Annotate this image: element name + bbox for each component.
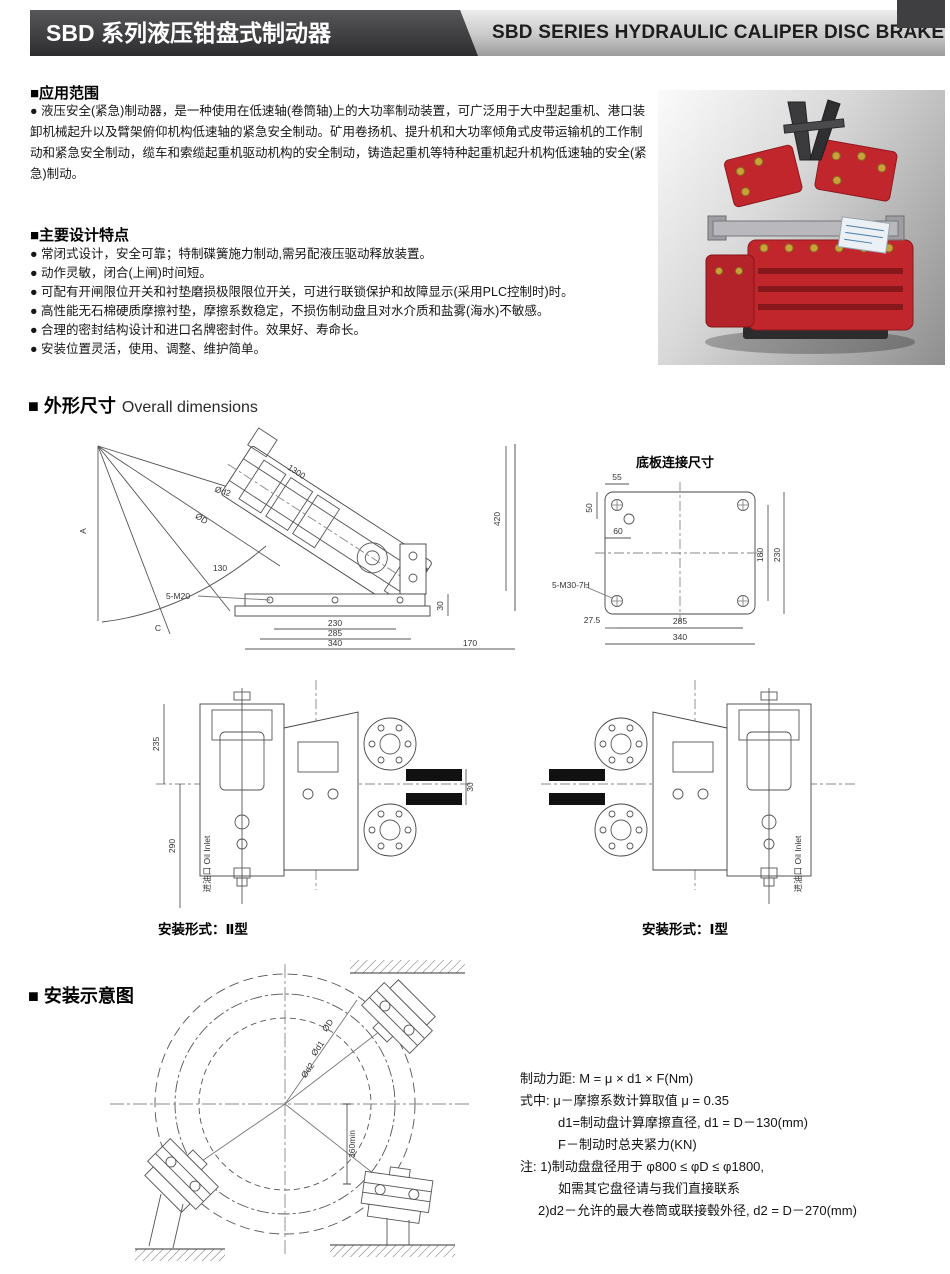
front-view-ii-lines <box>156 680 470 908</box>
application-body: ● 液压安全(紧急)制动器，是一种使用在低速轴(卷筒轴)上的大功率制动装置，可广… <box>30 104 647 181</box>
dim-label-340: 340 <box>328 638 342 648</box>
oil-inlet-label: 进油口 Oil Inlet <box>202 835 212 892</box>
feature-item: ● 安装位置灵活，使用、调整、维护简单。 <box>30 342 267 356</box>
features-heading: ■主要设计特点 <box>30 227 130 244</box>
application-heading: ■应用范围 <box>30 85 100 102</box>
dim-label-dd2: Ød2 <box>299 1061 317 1080</box>
feature-item: ● 动作灵敏，闭合(上闸)时间短。 <box>30 266 212 280</box>
note-line: 注: 1)制动盘盘径用于 φ800 ≤ φD ≤ φ1800, <box>520 1159 765 1174</box>
installation-heading: ■ 安装示意图 <box>28 986 134 1006</box>
note-line: F－制动时总夹紧力(KN) <box>558 1137 697 1152</box>
note-line: 2)d2－允许的最大卷筒或联接毂外径, d2 = D－270(mm) <box>538 1203 857 1218</box>
dimensions-heading: ■ 外形尺寸 Overall dimensions <box>28 392 258 418</box>
dimensions-heading-cn: ■ 外形尺寸 <box>28 396 116 416</box>
dim-label-230: 230 <box>772 548 782 562</box>
dim-label-285: 285 <box>673 616 687 626</box>
note-line: d1=制动盘计算摩擦直径, d1 = D－130(mm) <box>558 1115 808 1130</box>
base-plate-lines <box>585 482 785 645</box>
oil-inlet-label: 进油口 Oil Inlet <box>793 835 803 892</box>
dim-label-130: 130 <box>213 563 227 573</box>
dim-label-60: 60 <box>613 526 623 536</box>
dim-label-340: 340 <box>673 632 687 642</box>
front-view-ii-drawing: 235 290 30 进油口 Oil Inlet <box>151 680 475 908</box>
side-view-drawing: A ØD Ød2 1300 130 C 5-M20 230 285 340 17… <box>78 427 516 650</box>
dim-label-180: 180 <box>755 548 765 562</box>
dim-label-A: A <box>78 528 88 534</box>
page-title-cn: SBD 系列液压钳盘式制动器 <box>30 10 478 56</box>
note-line: 如需其它盘径请与我们直接联系 <box>558 1181 741 1196</box>
header-corner-mark <box>897 0 945 28</box>
dim-label-dd2: Ød2 <box>214 484 233 498</box>
dim-label-27-5: 27.5 <box>584 615 601 625</box>
front-view-i-drawing: 进油口 Oil Inlet <box>541 680 855 904</box>
base-plate-drawing: 55 50 60 180 230 27.5 285 340 5-M30-7H <box>552 472 785 645</box>
dim-label-290: 290 <box>167 839 177 853</box>
brake-formula-notes: 制动力距: M = μ × d1 × F(Nm) 式中: μ－摩擦系数计算取值 … <box>520 1068 945 1222</box>
dim-label-360min: 360min <box>347 1130 357 1158</box>
note-line: 式中: μ－摩擦系数计算取值 μ = 0.35 <box>520 1093 729 1108</box>
feature-item: ● 高性能无石棉硬质摩擦衬垫，摩擦系数稳定，不损伤制动盘且对水介质和盐雾(海水)… <box>30 304 550 318</box>
dimensions-heading-en: Overall dimensions <box>121 399 258 416</box>
dim-label-30: 30 <box>435 601 445 611</box>
installation-labels: ØD Ød1 Ød2 360min <box>299 1017 357 1158</box>
front-view-i-lines <box>541 680 855 904</box>
caption-type-ii: 安装形式：Ⅱ型 <box>158 922 248 937</box>
dim-label-55: 55 <box>612 472 622 482</box>
page-title-en: SBD SERIES HYDRAULIC CALIPER DISC BRAKE <box>492 22 945 43</box>
dim-label-285: 285 <box>328 628 342 638</box>
note-line: 制动力距: M = μ × d1 × F(Nm) <box>520 1071 694 1086</box>
base-plate-title: 底板连接尺寸 <box>635 455 714 470</box>
dim-label-5M20: 5-M20 <box>166 591 190 601</box>
feature-item: ● 可配有开闸限位开关和衬垫磨损极限限位开关，可进行联锁保护和故障显示(采用PL… <box>30 285 574 299</box>
brake-shapes <box>705 99 915 354</box>
dim-label-5-M30-7H: 5-M30-7H <box>552 580 590 590</box>
front-view-i-labels: 进油口 Oil Inlet <box>793 835 803 892</box>
front-view-ii-labels: 235 290 30 进油口 Oil Inlet <box>151 737 475 893</box>
product-photo <box>658 90 945 365</box>
dim-label-dD: ØD <box>320 1017 336 1033</box>
base-plate-labels: 55 50 60 180 230 27.5 285 340 5-M30-7H <box>552 472 782 642</box>
installation-lines <box>110 960 470 1261</box>
side-view-lines <box>97 427 516 650</box>
dim-label-235: 235 <box>151 737 161 751</box>
features-list: ● 常闭式设计，安全可靠；特制碟簧施力制动,需另配液压驱动释放装置。 ● 动作灵… <box>30 245 670 359</box>
dim-label-230: 230 <box>328 618 342 628</box>
dim-label-170: 170 <box>463 638 477 648</box>
installation-diagram: ØD Ød1 Ød2 360min <box>110 960 470 1261</box>
feature-item: ● 合理的密封结构设计和进口名牌密封件。效果好、寿命长。 <box>30 323 367 337</box>
dim-label-dD: ØD <box>194 511 210 526</box>
dim-label-C: C <box>155 623 161 633</box>
brake-illustration <box>705 99 915 354</box>
dim-label-420: 420 <box>492 512 502 526</box>
dim-label-50: 50 <box>584 503 594 513</box>
dim-label-gap-30: 30 <box>465 782 475 792</box>
feature-item: ● 常闭式设计，安全可靠；特制碟簧施力制动,需另配液压驱动释放装置。 <box>30 247 432 261</box>
caption-type-i: 安装形式：Ⅰ型 <box>642 922 729 937</box>
